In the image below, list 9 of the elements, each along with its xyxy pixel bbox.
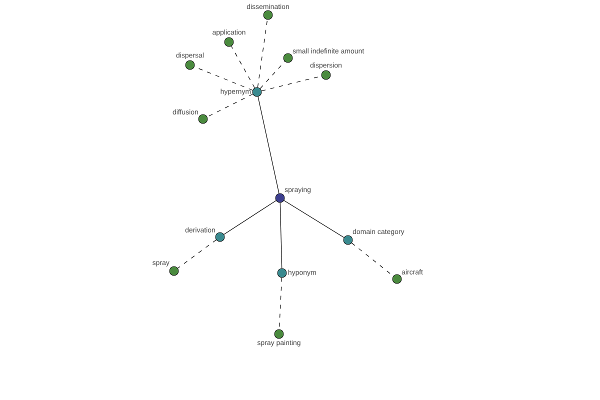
connector-line [257, 19, 268, 88]
connector-line [284, 200, 344, 238]
connector-line [224, 200, 276, 235]
connector-line [178, 240, 216, 268]
connector-line [206, 94, 254, 118]
connector-line [258, 96, 280, 194]
connector-line [260, 61, 286, 89]
connector-line [280, 202, 282, 269]
connector-line [231, 46, 255, 88]
